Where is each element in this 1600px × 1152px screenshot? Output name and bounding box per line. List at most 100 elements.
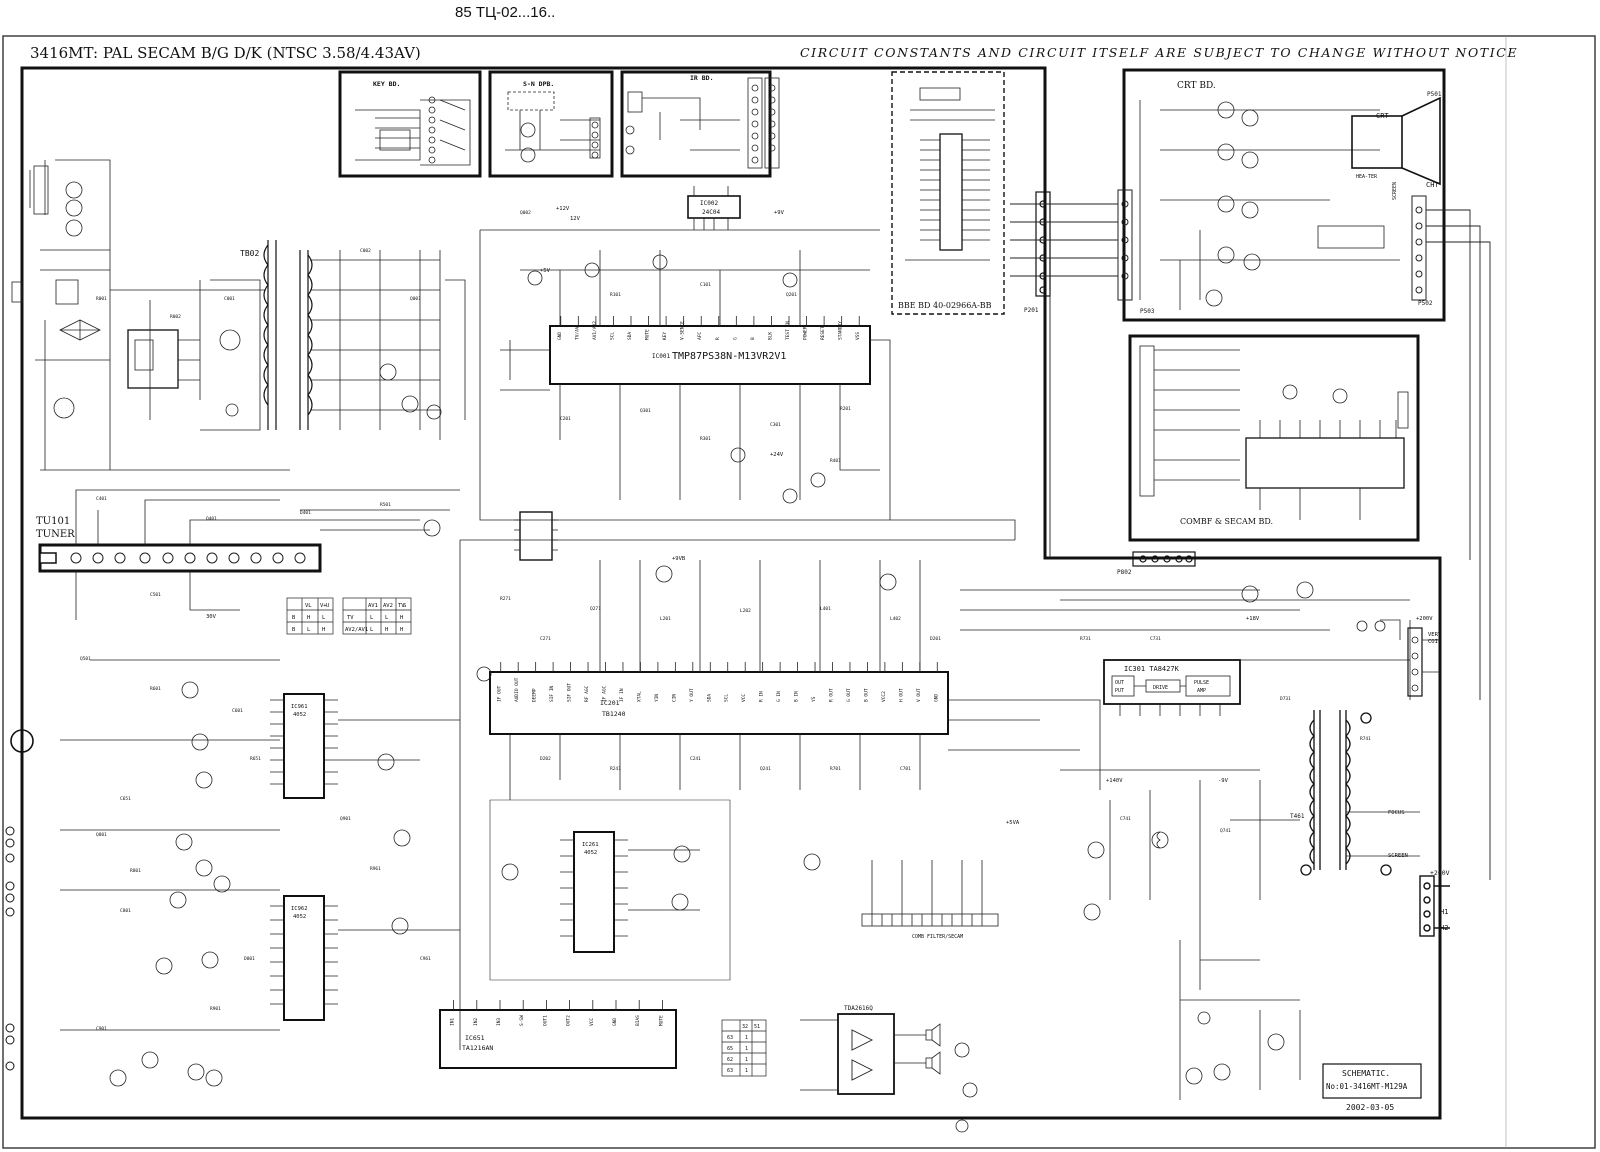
ic-pin-label: SDA (627, 332, 633, 340)
supply-rail: +5V (540, 268, 551, 274)
svg-text:1: 1 (745, 1068, 748, 1074)
crt-socket: CRT CHT HEA-TER SCREEN (1317, 96, 1441, 249)
supply-rail: +9VB (672, 556, 686, 562)
ic-pin-label: G (732, 337, 738, 340)
av-input-jacks (5, 729, 34, 1071)
ic-pin-label: XTAL (636, 691, 642, 702)
svg-text:62: 62 (727, 1057, 733, 1063)
component-ref: R651 (250, 756, 261, 762)
svg-text:OUT: OUT (1115, 680, 1124, 686)
key-board-frame (338, 70, 482, 178)
ic-pin-label: GND (933, 694, 939, 702)
component-ref: R401 (830, 458, 841, 464)
ir-board-label: IR BD. (690, 74, 713, 82)
audio-amplifier: TDA2616Q (837, 1005, 895, 1095)
sheet-border (2, 35, 1596, 1149)
ic001-periphery (479, 229, 1016, 540)
component-ref: L201 (660, 616, 671, 622)
svg-text:DRIVE: DRIVE (1153, 685, 1168, 691)
svg-text:U: U (326, 603, 329, 609)
svg-text:B: B (292, 615, 296, 621)
component-ref: L202 (740, 608, 751, 614)
ic001-part: TMP87PS38N-M13VR2V1 (672, 351, 786, 362)
crt-board-label: CRT BD. (1177, 81, 1216, 91)
svg-text:63: 63 (727, 1035, 733, 1041)
component-ref: D401 (300, 510, 311, 516)
component-ref: D201 (930, 636, 941, 642)
svg-text:1: 1 (745, 1035, 748, 1041)
ic-pin-label: S-SW (519, 1015, 525, 1026)
title-block-date: 2002-03-05 (1346, 1103, 1394, 1112)
ic-pin-label: H OUT (898, 688, 904, 702)
p201-label: P201 (1024, 307, 1039, 314)
p801-connector (764, 77, 780, 169)
p201-connector (1035, 191, 1051, 297)
fbt-t461 (1300, 710, 1392, 876)
small-dip-ic (514, 511, 558, 561)
ic-pin-label: B IN (794, 691, 800, 702)
svg-text:PUT: PUT (1115, 688, 1124, 694)
switch-table-3-text: 32 51 63 1 65 1 62 1 63 1 (727, 1024, 760, 1074)
svg-text:IC201: IC201 (600, 699, 620, 707)
ic-pin-label: TEST IN (785, 321, 791, 340)
ic-pin-label: KEY (662, 332, 668, 340)
ic-pin-label: VCC (589, 1018, 595, 1026)
component-ref: C901 (96, 1026, 107, 1032)
component-ref: R501 (380, 502, 391, 508)
ic-pin-label: GND (557, 332, 563, 340)
ic-pin-label: RF AGC (584, 685, 590, 702)
component-ref: Q741 (1220, 828, 1231, 834)
svg-text:4052: 4052 (584, 850, 597, 856)
p501-label: P501 (1427, 91, 1442, 98)
ic-pin-label: SIF OUT (567, 683, 573, 702)
plus200v-label: +200V (1430, 869, 1450, 877)
p802-connector (1132, 551, 1196, 567)
svg-text:AV2: AV2 (383, 603, 393, 609)
change-notice: CIRCUIT CONSTANTS AND CIRCUIT ITSELF ARE… (800, 45, 1518, 60)
switch-table-2 (342, 597, 412, 635)
key-board-label: KEY BD. (373, 80, 400, 88)
svg-text:1: 1 (745, 1057, 748, 1063)
p503-connector (1117, 189, 1133, 301)
ic-pin-label: OUT1 (542, 1015, 548, 1026)
combf-board-frame (1128, 334, 1420, 542)
bbe-board-label: BBE BD 40-02966A-BB (898, 301, 992, 310)
svg-text:63: 63 (727, 1068, 733, 1074)
component-ref: L401 (820, 606, 831, 612)
ic-pin-label: G IN (776, 691, 782, 702)
ic201-jungle: IC201 TB1240 (489, 671, 949, 735)
component-ref: C301 (770, 422, 781, 428)
combf-board-label: COMBF & SECAM BD. (1180, 517, 1273, 526)
supply-rail: +9V (774, 210, 785, 216)
ic-pin-label: IN1 (450, 1018, 456, 1026)
supply-rail: 30V (206, 614, 217, 620)
p502-connector (1411, 195, 1427, 301)
svg-text:CHT: CHT (1426, 181, 1439, 189)
ic-pin-label: BLK (767, 332, 773, 340)
ic-pin-label: R (715, 337, 721, 340)
ic261-periphery (489, 799, 821, 981)
ic-pin-label: SCL (724, 694, 730, 702)
component-ref: R301 (700, 436, 711, 442)
ic-pin-label: AUDIO OUT (514, 677, 520, 702)
ic-pin-label: B OUT (863, 688, 869, 702)
component-ref: R271 (500, 596, 511, 602)
component-ref: C601 (232, 708, 243, 714)
t461-label: T461 (1290, 813, 1305, 820)
ic-pin-label: V OUT (916, 688, 922, 702)
svg-text:4052: 4052 (293, 712, 306, 718)
component-ref: C961 (420, 956, 431, 962)
ic261-switch: IC261 4052 (573, 831, 615, 953)
component-ref: Q301 (640, 408, 651, 414)
component-ref: C741 (1120, 816, 1131, 822)
component-ref: C651 (120, 796, 131, 802)
ic-pin-label: SCL (609, 332, 615, 340)
ic-pin-label: DEEMP (532, 688, 538, 702)
svg-text:65: 65 (727, 1046, 733, 1052)
ic-pin-label: Y OUT (689, 688, 695, 702)
ic-pin-label: RESET (820, 326, 826, 340)
focus-label: FOCUS (1388, 810, 1405, 816)
p802-label: P802 (1117, 569, 1132, 576)
component-ref: D731 (1280, 696, 1291, 702)
